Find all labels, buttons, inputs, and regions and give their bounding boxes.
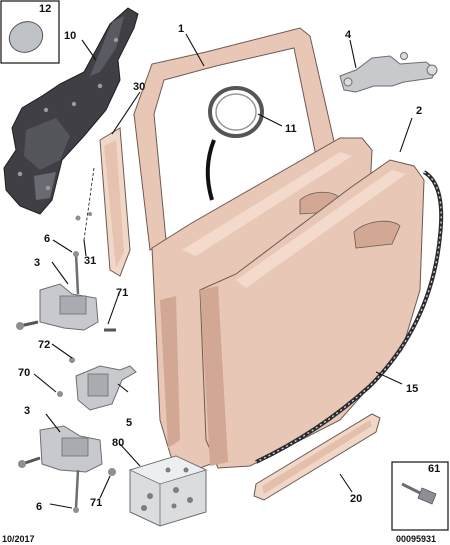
part-80-fastener-kit xyxy=(128,455,208,527)
callout-12: 12 xyxy=(39,3,51,15)
callout-3-lower: 3 xyxy=(24,405,30,417)
footer-date: 10/2017 xyxy=(2,534,35,544)
callout-4: 4 xyxy=(345,29,352,41)
part-30-pillar-trim xyxy=(99,127,131,277)
part-6-lower-bolt xyxy=(73,469,80,513)
callout-5: 5 xyxy=(126,417,132,429)
part-5-door-check xyxy=(57,357,137,411)
callout-71-upper: 71 xyxy=(116,287,128,299)
callout-70: 70 xyxy=(18,367,30,379)
part-20-lower-trim xyxy=(253,413,381,501)
callout-15: 15 xyxy=(406,383,418,395)
callout-72: 72 xyxy=(38,339,50,351)
callout-2: 2 xyxy=(416,105,422,117)
callout-80: 80 xyxy=(112,437,124,449)
callout-61: 61 xyxy=(428,463,440,475)
part-15-weatherstrip xyxy=(255,170,444,464)
footer-reference: 00095931 xyxy=(396,534,436,544)
callout-1: 1 xyxy=(178,23,184,35)
part-61-inset xyxy=(391,461,449,531)
callout-10: 10 xyxy=(64,30,76,42)
callout-20: 20 xyxy=(350,493,362,505)
part-6-upper-bolt xyxy=(73,251,80,295)
callout-30: 30 xyxy=(133,81,145,93)
part-2-outer-door-skin xyxy=(199,159,425,469)
callout-labels: 12 10 1 4 30 2 11 6 31 3 71 72 70 15 5 3… xyxy=(18,3,440,513)
part-12-inset xyxy=(0,0,60,64)
callout-6-lower: 6 xyxy=(36,501,42,513)
part-10-door-module xyxy=(3,7,139,215)
callout-11: 11 xyxy=(285,123,297,135)
part-31-clips xyxy=(75,167,95,241)
callout-71-lower: 71 xyxy=(90,497,102,509)
part-11-speaker-ring xyxy=(205,86,264,201)
callout-6-upper: 6 xyxy=(44,233,50,245)
part-4-bracket xyxy=(339,52,438,93)
leader-lines xyxy=(33,33,413,509)
part-3-upper-hinge xyxy=(16,283,116,332)
callout-3-upper: 3 xyxy=(34,257,40,269)
part-3-lower-hinge xyxy=(18,425,116,476)
callout-31: 31 xyxy=(84,255,96,267)
